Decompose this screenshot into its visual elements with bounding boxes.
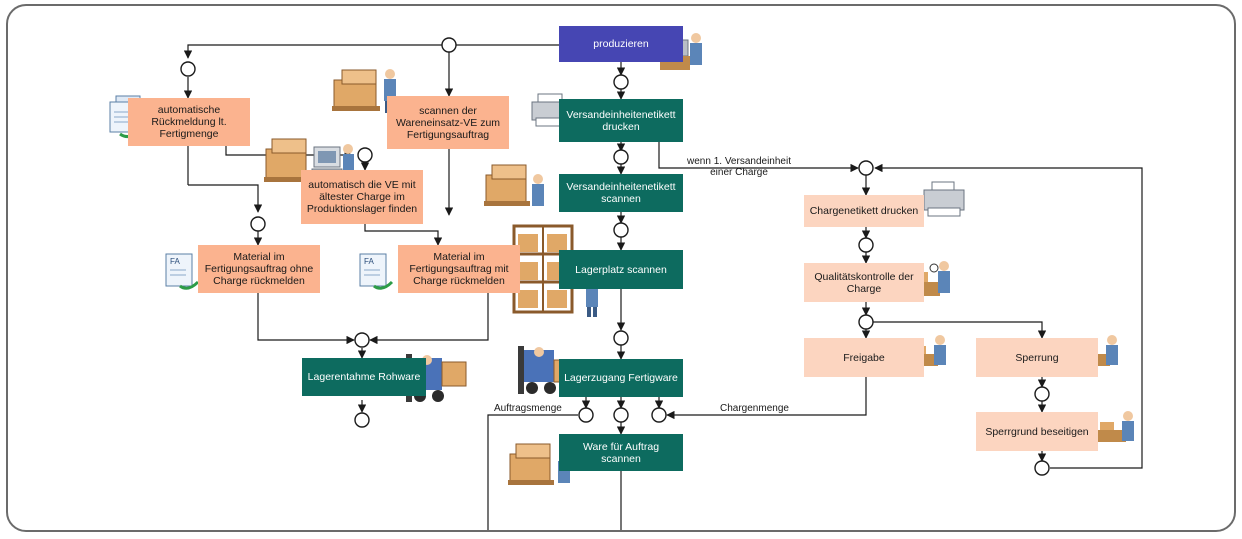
- node-material-mit: Material im Fertigungsauftrag mit Charge…: [398, 245, 520, 293]
- boxes-worker-illustration: [484, 164, 544, 206]
- node-label: automatisch die VE mit ältester Charge i…: [306, 179, 418, 215]
- node-chargenetikett: Chargenetikett drucken: [804, 195, 924, 227]
- fa-label: FA: [364, 257, 374, 266]
- node-label: Versandeinheitenetikett drucken: [566, 108, 676, 133]
- node-qualitaet: Qualitätskontrolle der Charge: [804, 263, 924, 302]
- edge-label-wenn-charge: wenn 1. Versandeinheit einer Charge: [687, 156, 791, 178]
- node-label: Sperrgrund beseitigen: [985, 425, 1089, 438]
- event-circle: [858, 160, 874, 176]
- node-label: produzieren: [593, 38, 649, 50]
- event-circle: [858, 237, 874, 253]
- edge-label-auftragsmenge: Auftragsmenge: [494, 403, 562, 414]
- node-rueckmeldung: automatische Rückmeldung lt. Fertigmenge: [128, 98, 250, 146]
- event-circle: [613, 222, 629, 238]
- event-circle: [1034, 386, 1050, 402]
- node-label: Ware für Auftrag scannen: [582, 440, 660, 465]
- node-label: Chargenetikett drucken: [809, 205, 919, 217]
- event-circle: [354, 412, 370, 428]
- event-circle: [357, 147, 373, 163]
- node-sperrgrund: Sperrgrund beseitigen: [976, 412, 1098, 451]
- event-circle: [613, 74, 629, 90]
- node-ve-scannen: Versandeinheitenetikett scannen: [559, 174, 683, 212]
- node-label: Lagerentahme Rohware: [307, 371, 421, 383]
- node-label: Lagerzugang Fertigware: [564, 372, 678, 384]
- event-circle: [858, 314, 874, 330]
- event-circle: [441, 37, 457, 53]
- node-label: Versandeinheitenetikett scannen: [566, 181, 676, 205]
- event-circle: [180, 61, 196, 77]
- fa-label: FA: [170, 257, 180, 266]
- node-ve-drucken: Versandeinheitenetikett drucken: [559, 99, 683, 142]
- node-lagerzugang: Lagerzugang Fertigware: [559, 359, 683, 397]
- document-icon: FA: [359, 253, 394, 290]
- event-circle: [250, 216, 266, 232]
- node-automatisch-ve: automatisch die VE mit ältester Charge i…: [301, 170, 423, 224]
- event-circle: [613, 330, 629, 346]
- connector-lines: [183, 44, 1143, 530]
- event-circle: [578, 407, 594, 423]
- node-label: scannen der Wareneinsatz-VE zum Fertigun…: [395, 104, 501, 141]
- node-material-ohne: Material im Fertigungsauftrag ohne Charg…: [198, 245, 320, 293]
- event-circles: [180, 37, 1050, 476]
- node-lagerplatz: Lagerplatz scannen: [559, 250, 683, 289]
- node-ware-scannen: Ware für Auftrag scannen: [559, 434, 683, 471]
- node-label: automatische Rückmeldung lt. Fertigmenge: [151, 104, 227, 140]
- node-label: Freigabe: [843, 351, 885, 364]
- node-produzieren: produzieren: [559, 26, 683, 62]
- node-label: Qualitätskontrolle der Charge: [814, 270, 914, 295]
- node-label: Lagerplatz scannen: [575, 263, 667, 276]
- document-icon: FA: [165, 253, 200, 290]
- node-label: Material im Fertigungsauftrag ohne Charg…: [204, 251, 314, 287]
- edge-label-chargenmenge: Chargenmenge: [720, 403, 789, 414]
- printer-icon: [923, 181, 965, 217]
- diagram-frame: FA FA: [6, 4, 1236, 532]
- event-circle: [1034, 460, 1050, 476]
- desk-worker-illustration: [1096, 411, 1134, 442]
- event-circle: [613, 149, 629, 165]
- node-label: Sperrung: [1015, 351, 1059, 364]
- node-label: Material im Fertigungsauftrag mit Charge…: [409, 251, 509, 287]
- event-circle: [613, 407, 629, 423]
- node-sperrung: Sperrung: [976, 338, 1098, 377]
- node-scannen-ve: scannen der Wareneinsatz-VE zum Fertigun…: [387, 96, 509, 149]
- node-freigabe: Freigabe: [804, 338, 924, 377]
- event-circle: [651, 407, 667, 423]
- node-lagerentnahme: Lagerentahme Rohware: [302, 358, 426, 396]
- boxes-worker-illustration: [332, 69, 396, 113]
- event-circle: [354, 332, 370, 348]
